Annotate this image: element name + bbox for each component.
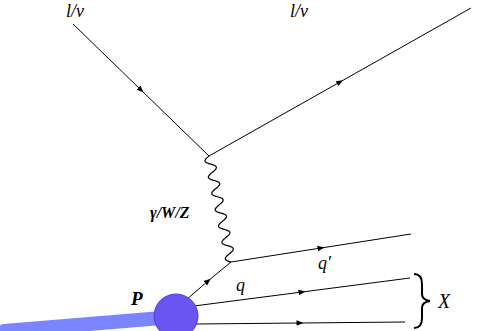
lepton-label: l/ν bbox=[290, 2, 308, 22]
boson-label: γ/W/Z bbox=[150, 204, 190, 222]
quark-label: q bbox=[236, 276, 245, 296]
boson-wavy-line bbox=[205, 156, 233, 262]
lepton-label: l/ν bbox=[66, 2, 84, 22]
proton-label: P bbox=[131, 289, 143, 310]
proton-beam bbox=[4, 318, 162, 331]
incoming-lepton-line bbox=[73, 24, 209, 156]
remnant-line bbox=[196, 322, 405, 324]
proton-blob bbox=[154, 294, 198, 331]
incoming-quark-line bbox=[186, 262, 231, 300]
quark-label: q′ bbox=[318, 254, 331, 274]
bracket bbox=[414, 274, 430, 328]
remnant-line bbox=[194, 278, 410, 306]
remnant-label: X bbox=[438, 290, 450, 312]
outgoing-lepton-line bbox=[209, 8, 471, 156]
